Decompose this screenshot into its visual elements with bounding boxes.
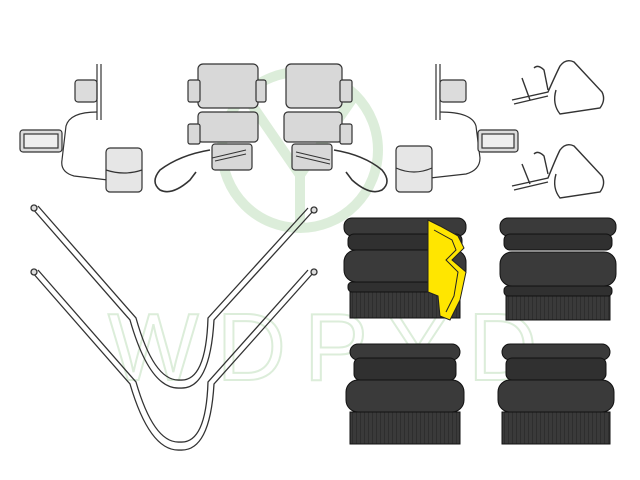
v-spring-upper-icon — [30, 204, 318, 389]
anti-rattle-clip-left-icon — [19, 64, 143, 193]
v-spring-lower-icon — [30, 268, 318, 451]
caliper-boot-1-icon — [343, 217, 467, 321]
pad-retainer-clip-left-icon — [154, 63, 267, 193]
spring-wire-clip-bottom-icon — [511, 143, 605, 199]
watermark-logo: WDPYD — [107, 67, 555, 402]
anti-rattle-clip-right-icon — [395, 64, 519, 193]
spring-wire-clip-top-icon — [511, 59, 605, 115]
caliper-boot-4-icon — [497, 343, 615, 445]
watermark-text: WDPYD — [108, 294, 555, 401]
pad-retainer-clip-right-icon — [283, 63, 388, 193]
caliper-boot-2-icon — [499, 217, 617, 321]
caliper-boot-3-icon — [345, 343, 465, 445]
